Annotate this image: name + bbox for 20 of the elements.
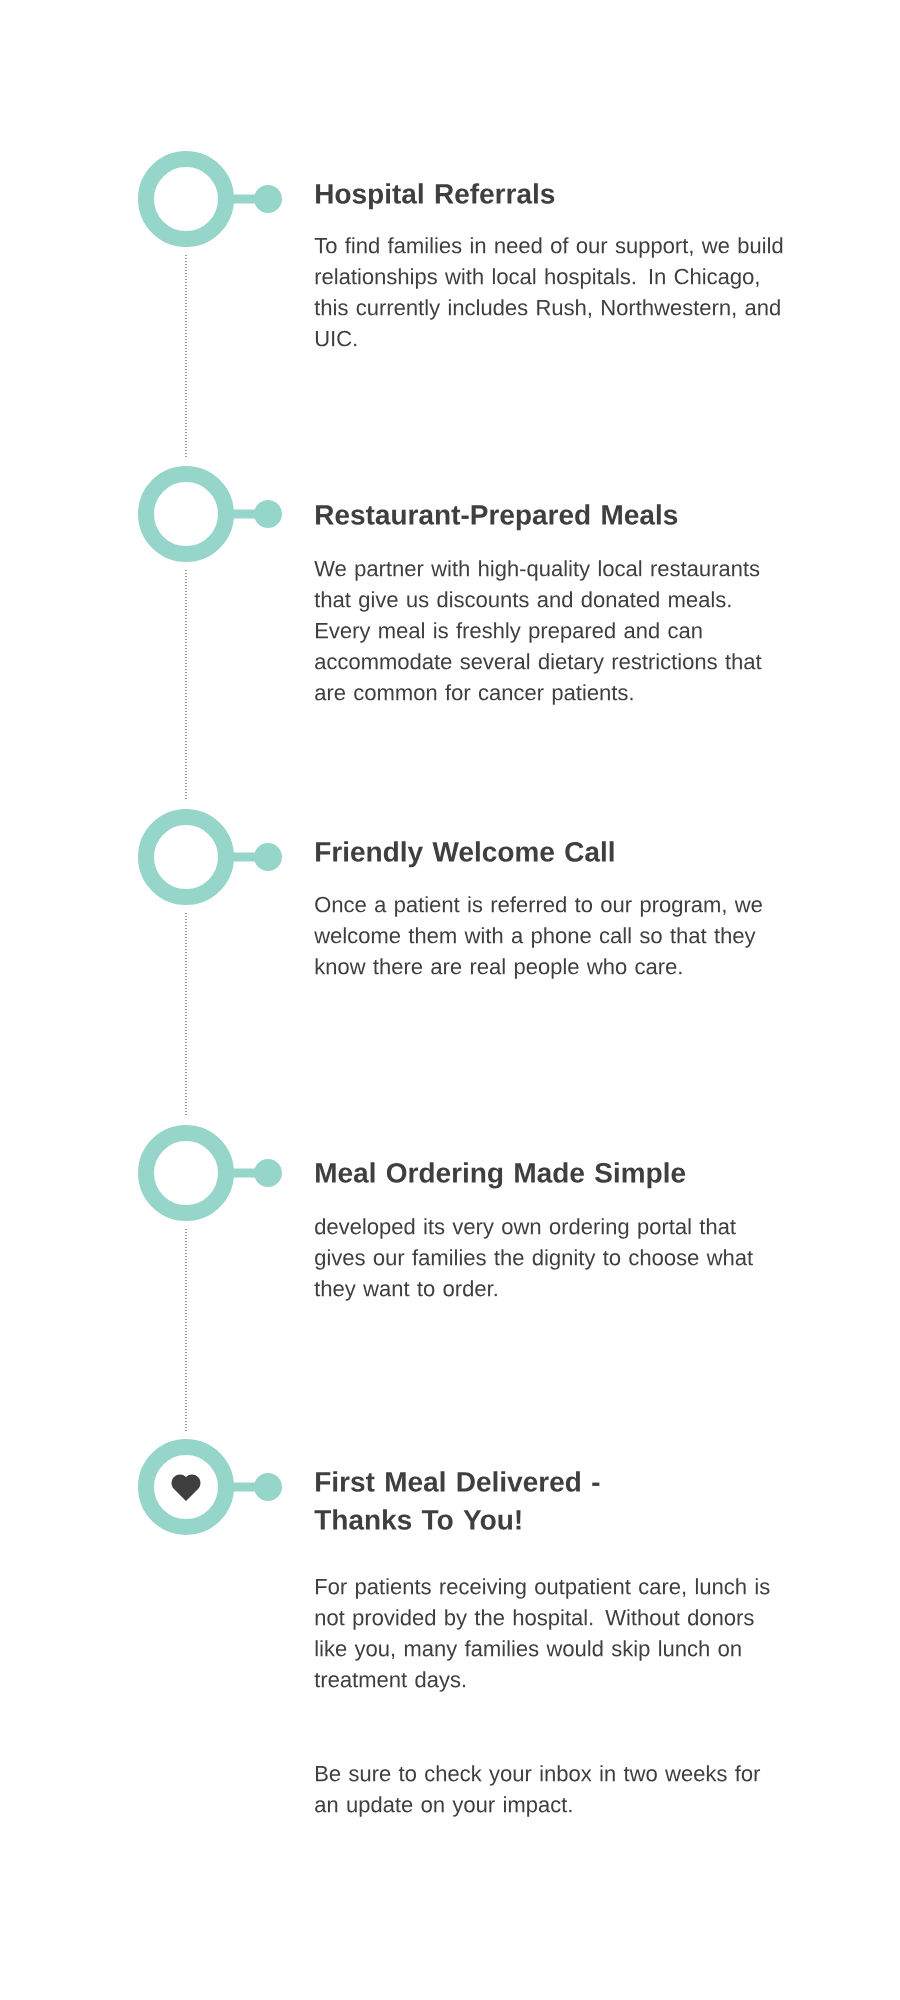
step-description: Once a patient is referred to our program, we welcome them with a phone call so that they know there are real people who care. <box>314 896 762 979</box>
step-title: Meal Ordering Made Simple <box>316 1162 686 1189</box>
step-description: For patients receiving outpatient care, lunch is not provided by the hospital. Without donors like you, many families would skip lunch on treatment days. <box>314 1578 770 1692</box>
step-description: We partner with high-quality local restaurants that give us discounts and donated meals. Every meal is freshly prepared and can accommodate several dietary restrictions that are common for cancer patients. <box>314 560 762 705</box>
timeline-marker <box>138 151 282 247</box>
connector-line <box>185 254 187 459</box>
step-description: Be sure to check your inbox in two weeks for an update on your impact. <box>315 1765 761 1817</box>
connector-line <box>185 1228 187 1432</box>
step-title: Friendly Welcome Call <box>316 841 614 868</box>
step-title: Hospital Referrals <box>316 183 555 210</box>
connector-line <box>185 569 187 802</box>
connector-line <box>185 912 187 1118</box>
timeline-marker <box>138 1125 282 1221</box>
timeline-marker <box>138 1439 282 1535</box>
timeline-marker <box>138 809 282 905</box>
step-description: developed its very own ordering portal that gives our families the dignity to choose what they want to order. <box>314 1218 753 1301</box>
step-description: To find families in need of our support, we build relationships with local hospitals. In Chicago, this currently includes Rush, Northwestern, and UIC. <box>314 237 783 347</box>
step-title: Restaurant-Prepared Meals <box>316 504 678 531</box>
timeline-marker <box>138 466 282 562</box>
step-title: First Meal Delivered - Thanks To You! <box>314 1471 600 1530</box>
